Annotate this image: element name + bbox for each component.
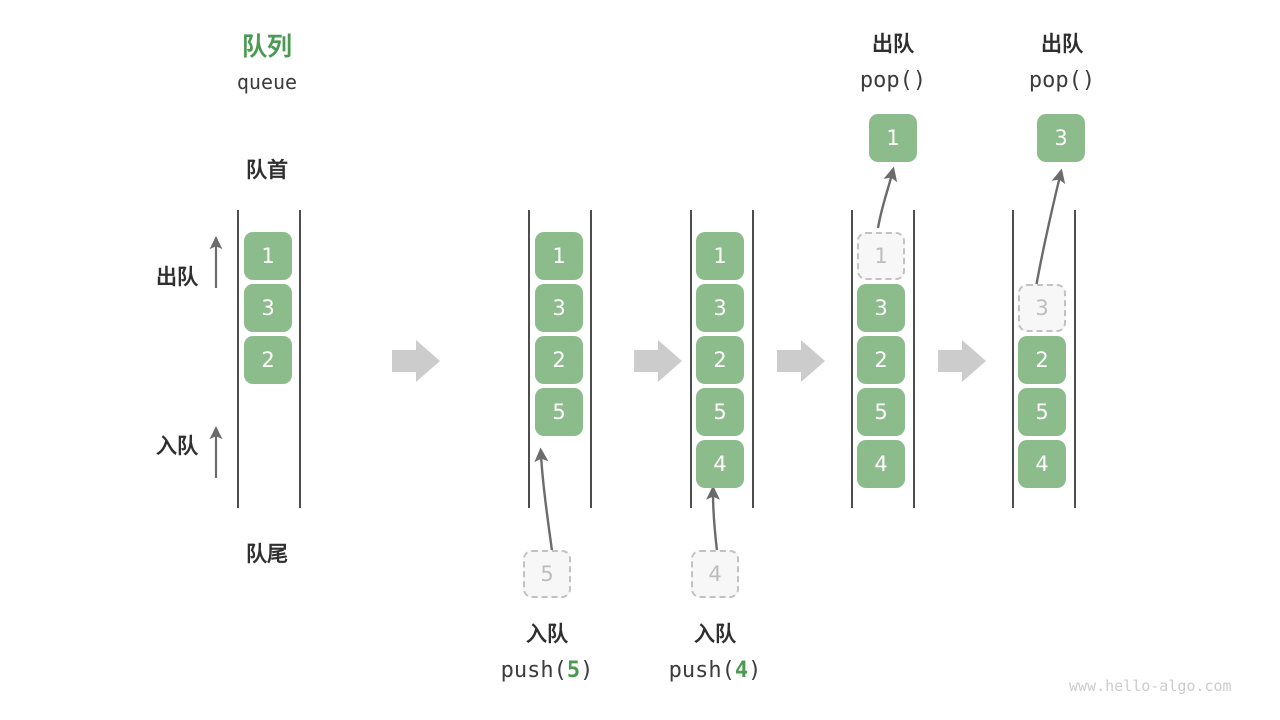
queue-cell: 3 [857,284,905,332]
page-title-cn: 队列 [241,32,292,61]
push-5-code-arg: 5 [566,658,581,683]
transition-arrow-1 [392,340,440,382]
push-4-code-pre: push( [668,658,735,683]
vacated-slot-ghost: 1 [857,232,905,280]
queue-cell: 3 [535,284,583,332]
rail-left [237,210,239,508]
queue-cell: 2 [696,336,744,384]
transition-arrow-3 [777,340,825,382]
pop-1-arrow [876,166,898,229]
rail-left [1012,210,1014,508]
rail-left [528,210,530,508]
pop-1-label-code: pop() [813,70,973,92]
queue-cell: 4 [696,440,744,488]
queue-cell: 1 [535,232,583,280]
queue-cell: 5 [535,388,583,436]
push-4-label-code: push(4) [635,660,795,682]
queue-tail-label: 队尾 [246,542,288,566]
transition-arrow-4 [938,340,986,382]
push-4-arrow [706,485,720,552]
pop-1-label-cn: 出队 [872,32,914,56]
incoming-value-ghost: 5 [523,550,571,598]
pop-3-code-post: ) [1081,68,1096,93]
vacated-slot-ghost: 3 [1018,284,1066,332]
pop-3-code-pre: pop( [1028,68,1082,93]
queue-cell: 2 [535,336,583,384]
pop-1-code-pre: pop( [859,68,913,93]
incoming-value-ghost: 4 [691,550,739,598]
queue-cell: 2 [857,336,905,384]
queue-cell: 2 [1018,336,1066,384]
pop-1-code-post: ) [912,68,927,93]
rail-right [299,210,301,508]
pop-3-arrow [1034,168,1066,288]
queue-cell: 2 [244,336,292,384]
push-5-label-cn: 入队 [526,622,568,646]
queue-cell: 3 [244,284,292,332]
pop-3-label-code: pop() [982,70,1142,92]
enqueue-direction-label: 入队 [156,434,198,458]
queue-cell: 1 [696,232,744,280]
rail-left [851,210,853,508]
queue-cell: 5 [1018,388,1066,436]
queue-cell: 3 [696,284,744,332]
queue-cell: 5 [696,388,744,436]
push-5-code-post: ) [580,658,594,683]
push-5-code-pre: push( [500,658,567,683]
page-title-en: queue [236,70,298,94]
queue-head-label: 队首 [246,158,288,182]
push-5-arrow [534,447,554,552]
push-5-label-code: push(5) [467,660,627,682]
queue-cell: 4 [857,440,905,488]
rail-right [913,210,915,508]
queue-cell: 1 [244,232,292,280]
rail-right [752,210,754,508]
rail-right [1074,210,1076,508]
push-4-label-cn: 入队 [694,622,736,646]
dequeue-direction-label: 出队 [156,265,198,289]
push-4-code-post: ) [748,658,762,683]
queue-cell: 4 [1018,440,1066,488]
push-4-code-arg: 4 [734,658,749,683]
rail-left [690,210,692,508]
transition-arrow-2 [634,340,682,382]
rail-right [590,210,592,508]
queue-cell: 5 [857,388,905,436]
popped-value-cell: 3 [1037,114,1085,162]
popped-value-cell: 1 [869,114,917,162]
pop-3-label-cn: 出队 [1041,32,1083,56]
watermark: www.hello-algo.com [1069,677,1232,695]
